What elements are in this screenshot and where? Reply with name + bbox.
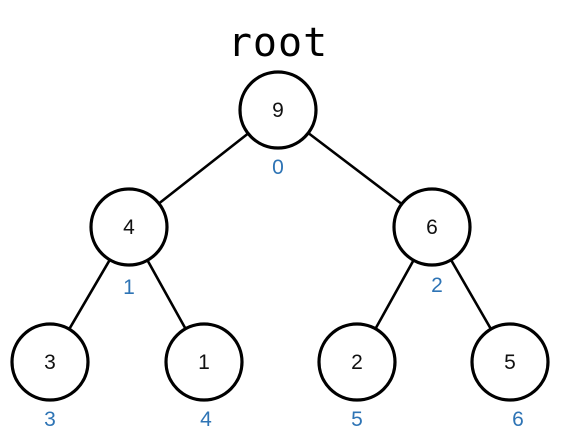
tree-node: 33	[10, 322, 90, 431]
tree-node-index: 3	[44, 408, 56, 431]
tree-node-circle	[317, 322, 397, 402]
tree-node: 14	[164, 322, 244, 431]
tree-node-value: 9	[272, 99, 284, 122]
tree-node-circle	[392, 187, 472, 267]
tree-node: 62	[392, 187, 472, 297]
tree-edge	[67, 258, 112, 331]
tree-edge	[157, 132, 250, 205]
tree-node-circle	[238, 70, 318, 150]
tree-node-index: 1	[123, 276, 135, 299]
tree-node-circle	[89, 187, 169, 267]
tree-node-index: 5	[351, 408, 363, 431]
tree-node-value: 6	[426, 216, 438, 239]
tree-node-circle	[470, 322, 550, 402]
tree-node-index: 0	[272, 156, 284, 179]
tree-node-index: 4	[200, 408, 212, 431]
tree-node-circle	[164, 322, 244, 402]
tree-node-circle	[10, 322, 90, 402]
tree-edges	[67, 131, 493, 331]
tree-node-value: 3	[44, 351, 56, 374]
tree-node-index: 2	[431, 274, 443, 297]
tree-edge	[306, 131, 404, 206]
tree-node-value: 1	[198, 351, 210, 374]
tree-node-value: 2	[351, 351, 363, 374]
tree-node-index: 6	[512, 408, 524, 431]
tree-edge	[374, 258, 415, 331]
tree-node: 41	[89, 187, 169, 299]
tree-node: 56	[470, 322, 550, 431]
root-label: root	[228, 20, 328, 66]
tree-node-value: 4	[123, 216, 135, 239]
tree-edge	[146, 258, 187, 331]
tree-edge	[449, 258, 493, 331]
tree-node: 90	[238, 70, 318, 179]
tree-node: 25	[317, 322, 397, 431]
tree-node-value: 5	[504, 351, 516, 374]
